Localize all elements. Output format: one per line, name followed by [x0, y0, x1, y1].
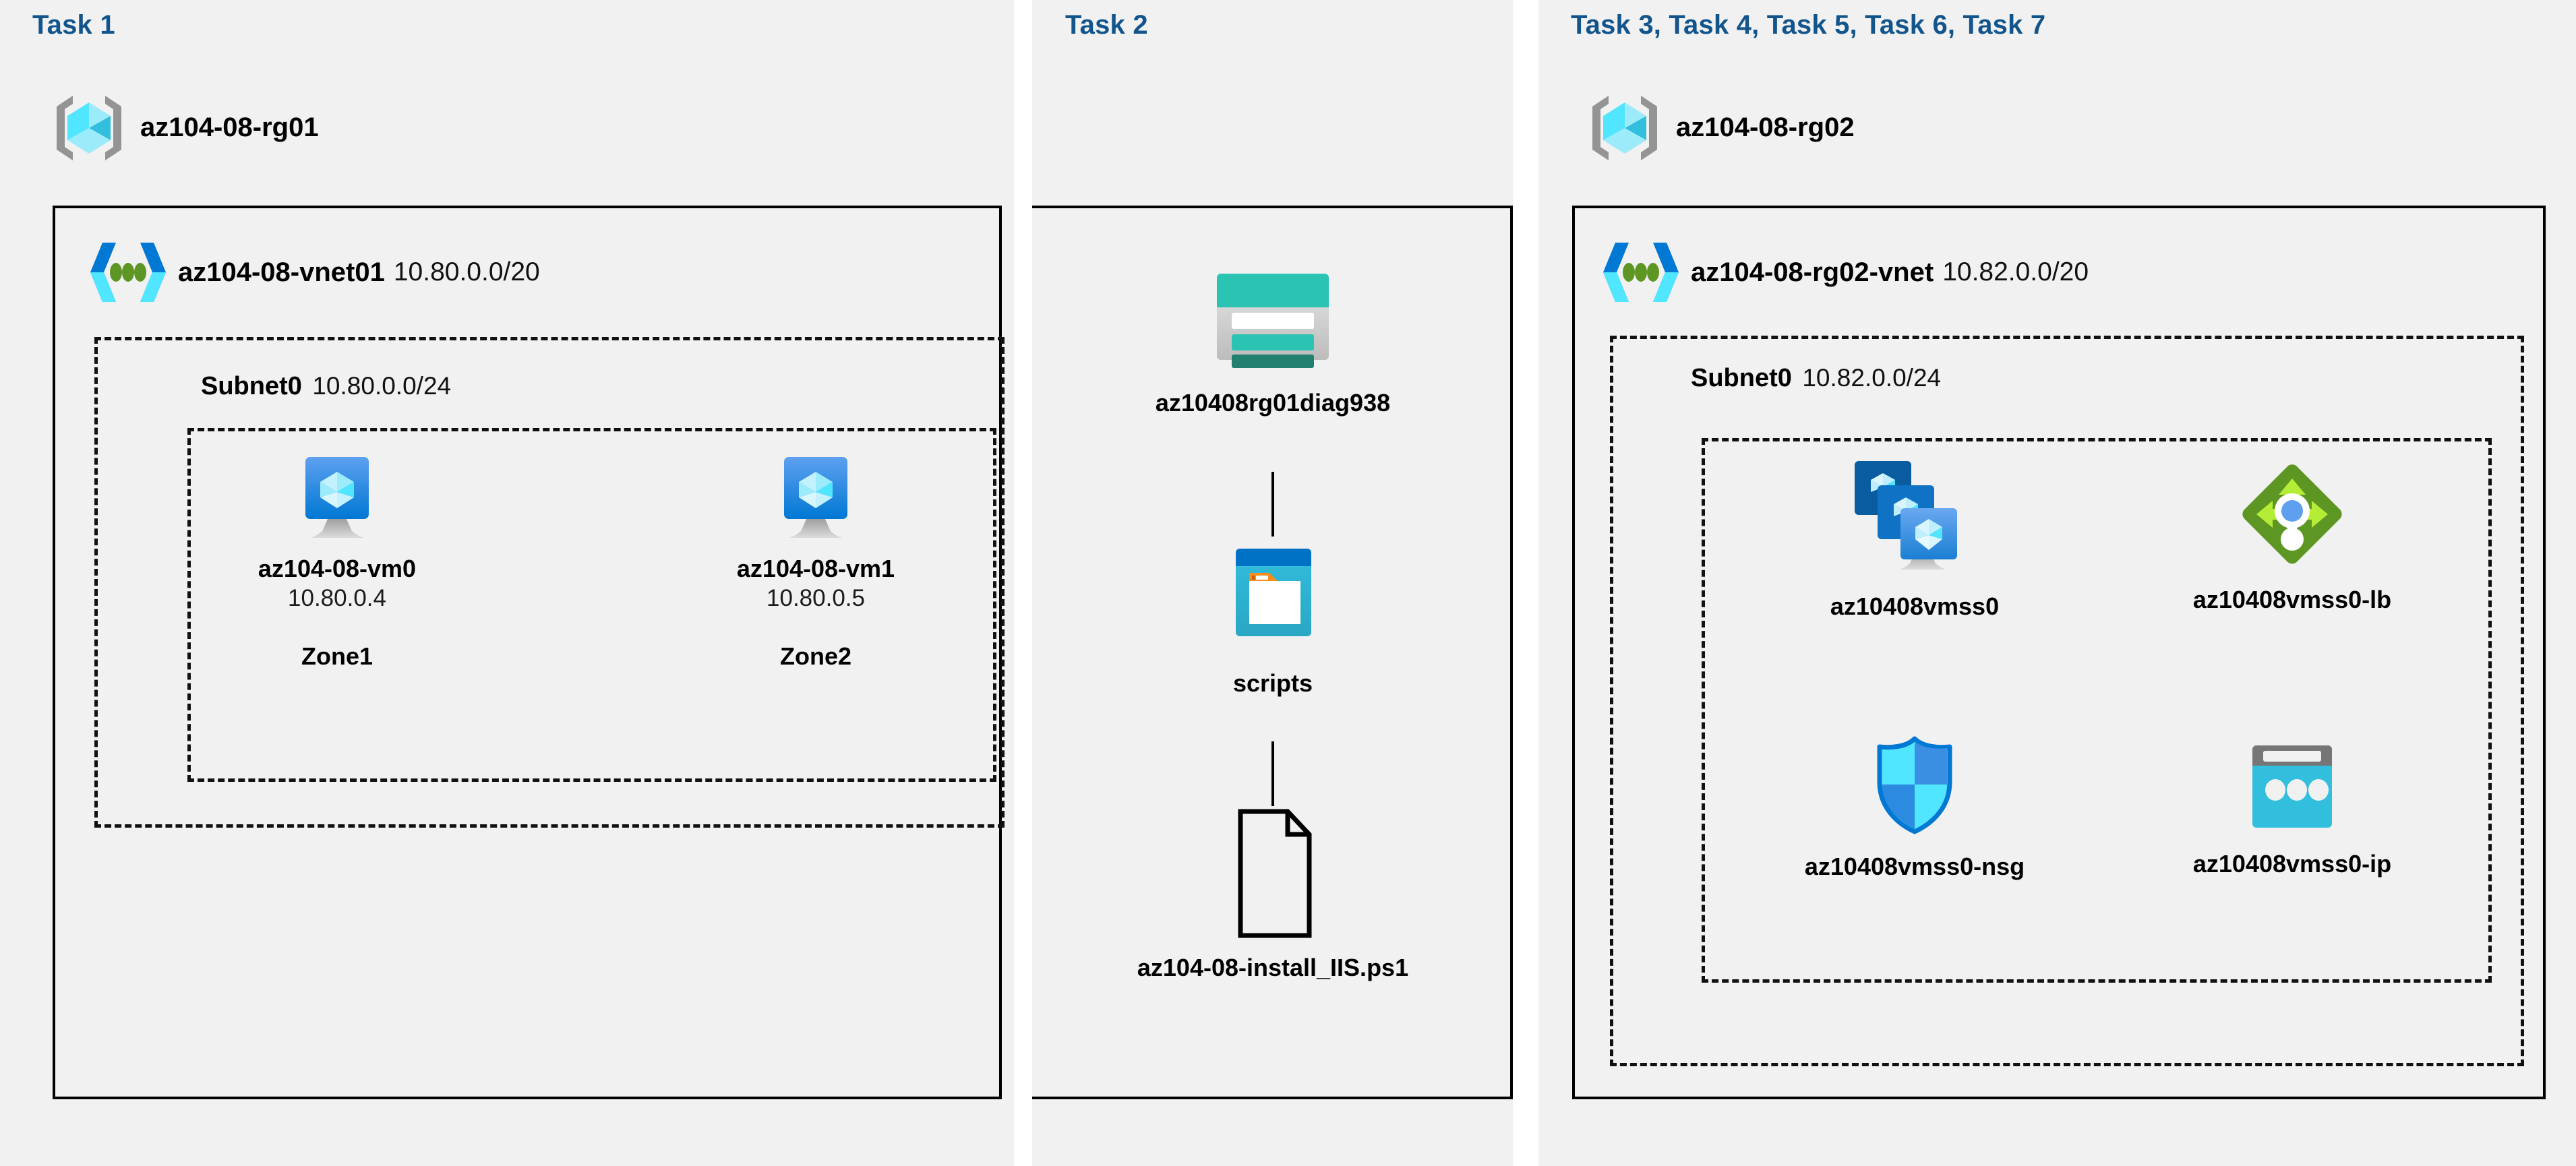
vnet01-name: az104-08-vnet01	[178, 257, 385, 287]
virtual-machine-icon	[293, 453, 381, 541]
vmss-az10408vmss0[interactable]: az10408vmss0	[1780, 457, 2049, 621]
vnet01-subnet0-cidr: 10.80.0.0/24	[312, 372, 452, 400]
blob-container-scripts[interactable]: scripts	[1071, 536, 1475, 698]
vnet01-vm-group-boundary	[187, 428, 996, 782]
nsg-name: az10408vmss0-nsg	[1804, 853, 2025, 880]
storage-account-name: az10408rg01diag938	[1155, 389, 1391, 417]
vmss-name: az10408vmss0	[1830, 592, 2000, 620]
vm0-name: az104-08-vm0	[258, 555, 417, 582]
nsg-az10408vmss0-nsg[interactable]: az10408vmss0-nsg	[1780, 735, 2049, 881]
vm0-zone: Zone1	[301, 642, 373, 670]
resource-group-rg02-name: az104-08-rg02	[1676, 112, 1855, 142]
blob-container-name: scripts	[1232, 669, 1313, 697]
vnet01-subnet0-boundary	[94, 337, 1005, 828]
vnet01-boundary	[53, 206, 1002, 1099]
virtual-network-icon	[89, 237, 167, 307]
connector-scripts-to-file	[1271, 741, 1274, 806]
vnet01-cidr: 10.80.0.0/20	[393, 257, 540, 286]
vm-scale-set-icon	[1851, 457, 1979, 578]
resource-group-rg01-name: az104-08-rg01	[140, 112, 319, 142]
rg02-subnet0-header: Subnet0 10.82.0.0/24	[1691, 364, 1941, 393]
network-security-group-icon	[1871, 735, 1958, 836]
rg02-resource-group-boundary	[1702, 438, 2492, 983]
task-label-task1: Task 1	[32, 10, 115, 40]
virtual-network-icon	[1602, 237, 1680, 307]
file-icon	[1226, 806, 1320, 941]
task-label-task2: Task 2	[1065, 10, 1148, 40]
vnet01-subnet0-header: Subnet0 10.80.0.0/24	[201, 372, 451, 401]
rg02-vnet-header: az104-08-rg02-vnet 10.82.0.0/20	[1602, 237, 2089, 307]
storage-account-icon	[1211, 263, 1334, 371]
public-ip-az10408vmss0-ip[interactable]: az10408vmss0-ip	[2151, 741, 2434, 878]
blob-container-icon	[1211, 536, 1334, 652]
rg02-vnet-name: az104-08-rg02-vnet	[1691, 257, 1934, 287]
vm1-name: az104-08-vm1	[736, 555, 895, 582]
vm-az104-08-vm1[interactable]: az104-08-vm1 10.80.0.5 Zone2	[701, 453, 930, 671]
resource-group-icon	[1584, 88, 1665, 167]
vm1-zone: Zone2	[779, 642, 851, 670]
task-label-task3to7: Task 3, Task 4, Task 5, Task 6, Task 7	[1571, 10, 2046, 40]
file-az104-08-install-iis-ps1[interactable]: az104-08-install_IIS.ps1	[1071, 806, 1475, 982]
resource-group-rg02-header: az104-08-rg02	[1584, 88, 1855, 167]
vm-az104-08-vm0[interactable]: az104-08-vm0 10.80.0.4 Zone1	[222, 453, 452, 671]
rg02-subnet0-cidr: 10.82.0.0/24	[1802, 364, 1942, 392]
rg02-subnet0-boundary	[1610, 336, 2524, 1066]
load-balancer-icon	[2235, 457, 2349, 572]
connector-storage-to-scripts	[1271, 472, 1274, 536]
storage-account-az10408rg01diag938[interactable]: az10408rg01diag938	[1071, 263, 1475, 417]
rg02-subnet0-name: Subnet0	[1691, 364, 1792, 392]
public-ip-address-icon	[2243, 741, 2341, 833]
rg02-vnet-boundary	[1572, 206, 2546, 1099]
file-name: az104-08-install_IIS.ps1	[1137, 954, 1409, 981]
load-balancer-name: az10408vmss0-lb	[2192, 586, 2392, 613]
public-ip-name: az10408vmss0-ip	[2192, 850, 2392, 878]
resource-group-rg01-header: az104-08-rg01	[49, 88, 319, 167]
vnet01-subnet0-name: Subnet0	[201, 372, 302, 400]
rg02-vnet-cidr: 10.82.0.0/20	[1942, 257, 2089, 286]
vnet01-header: az104-08-vnet01 10.80.0.0/20	[89, 237, 540, 307]
resource-group-icon	[49, 88, 129, 167]
vm1-ip: 10.80.0.5	[767, 585, 865, 612]
virtual-machine-icon	[772, 453, 860, 541]
load-balancer-az10408vmss0-lb[interactable]: az10408vmss0-lb	[2151, 457, 2434, 614]
vm0-ip: 10.80.0.4	[288, 585, 386, 612]
